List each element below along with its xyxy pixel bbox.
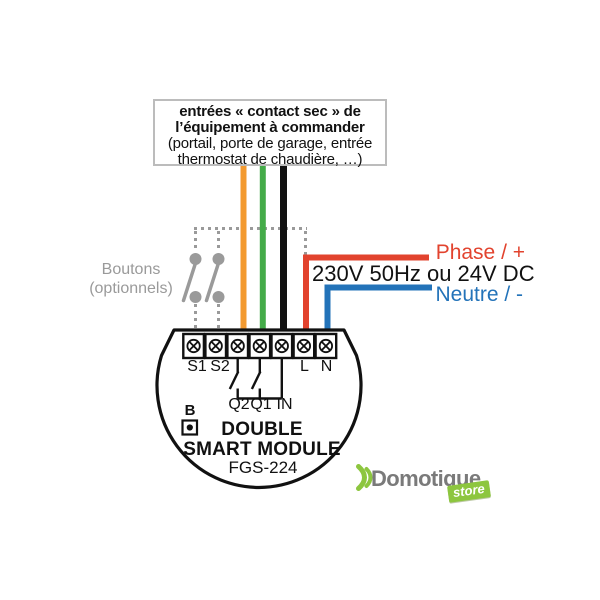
output-label-in: IN bbox=[276, 396, 293, 413]
screw-icon bbox=[186, 338, 201, 354]
optional-buttons-line2: (optionnels) bbox=[89, 280, 173, 297]
terminal-label-s2: S2 bbox=[210, 358, 230, 375]
service-button-dot bbox=[186, 424, 193, 431]
terminal-label-s1: S1 bbox=[187, 358, 207, 375]
terminal-boxes bbox=[182, 332, 338, 360]
q2-contact-blade bbox=[228, 370, 240, 390]
terminal-screws bbox=[186, 338, 333, 354]
terminal-label-n: N bbox=[320, 358, 333, 375]
q1-contact-blade bbox=[250, 370, 262, 390]
screw-icon bbox=[252, 338, 267, 354]
module-body bbox=[155, 328, 363, 490]
switch1-top-contact bbox=[189, 253, 202, 265]
note-line-2: l’équipement à commander bbox=[175, 119, 365, 136]
screw-icon bbox=[274, 338, 289, 354]
note-line-4: thermostat de chaudière, …) bbox=[177, 151, 363, 168]
screw-icon bbox=[230, 338, 245, 354]
switch2-blade bbox=[204, 258, 222, 303]
neutral-wire bbox=[324, 284, 432, 337]
switch1-bottom-contact bbox=[189, 291, 202, 303]
terminal-block bbox=[182, 332, 338, 360]
phase-label: Phase / + bbox=[435, 241, 525, 264]
voltage-label: 230V 50Hz ou 24V DC bbox=[312, 261, 535, 286]
optional-buttons-label: Boutons (optionnels) bbox=[84, 260, 178, 298]
dotted-wiring bbox=[194, 227, 307, 333]
module-name-line1: DOUBLE bbox=[221, 419, 303, 440]
dry-contact-note-box: entrées « contact sec » de l’équipement … bbox=[153, 99, 387, 168]
wires bbox=[240, 165, 432, 337]
service-button bbox=[181, 419, 199, 436]
module-name-line2: SMART MODULE bbox=[183, 439, 341, 460]
terminal-label-l: L bbox=[300, 358, 309, 375]
screw-icon bbox=[296, 338, 311, 354]
push-button-switches bbox=[181, 253, 225, 303]
switch2-bottom-contact bbox=[212, 291, 225, 303]
note-line-1: entrées « contact sec » de bbox=[179, 103, 361, 120]
screw-icon bbox=[318, 338, 333, 354]
swoosh-outer-arc bbox=[356, 464, 367, 491]
screw-icon bbox=[208, 338, 223, 354]
swoosh-inner-arc bbox=[364, 467, 373, 488]
logo-swoosh-icon bbox=[356, 464, 373, 491]
neutral-label: Neutre / - bbox=[435, 283, 523, 306]
module-model: FGS-224 bbox=[228, 458, 298, 477]
output-label-q1: Q1 bbox=[250, 396, 272, 413]
output-label-q2: Q2 bbox=[228, 396, 250, 413]
note-line-3: (portail, porte de garage, entrée bbox=[167, 135, 373, 152]
service-button-label: B bbox=[184, 402, 196, 419]
relay-contacts bbox=[228, 357, 283, 400]
switch1-blade bbox=[181, 258, 199, 303]
switch2-top-contact bbox=[212, 253, 225, 265]
optional-buttons-line1: Boutons bbox=[101, 261, 161, 278]
phase-wire bbox=[303, 254, 429, 337]
